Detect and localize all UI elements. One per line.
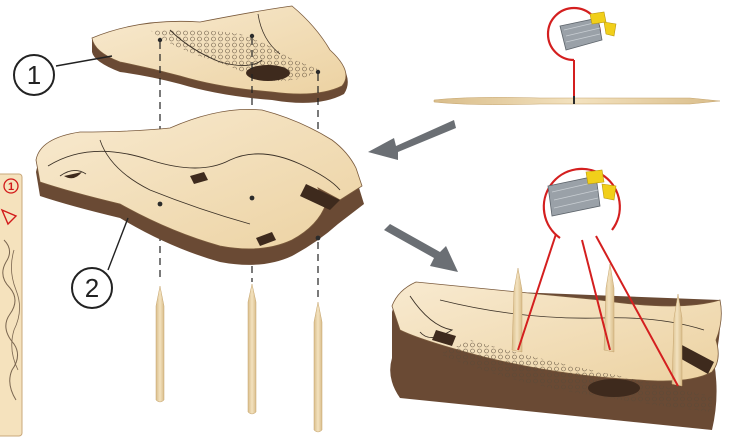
sheet-number: 1 (8, 181, 14, 193)
toothpick-detail (434, 8, 720, 105)
toothpick-icon (434, 97, 720, 104)
toothpick-icon (156, 286, 164, 402)
callout-2: 2 (72, 218, 128, 308)
upper-oval-cutout (246, 65, 290, 81)
knife-blade-icon (560, 12, 616, 50)
callout-1: 1 (14, 55, 112, 95)
lower-layer (36, 109, 364, 265)
toothpick-icon (248, 284, 256, 414)
callout-1-number: 1 (27, 60, 41, 90)
arrow-to-assembly-icon (368, 120, 456, 160)
callout-2-number: 2 (85, 273, 99, 303)
arrow-from-toothpick-icon (384, 224, 458, 272)
assembled-piece (390, 264, 721, 430)
upper-layer (92, 6, 348, 103)
toothpick-icon (314, 302, 322, 432)
toothpick-group (156, 284, 322, 432)
toothpick-icon (604, 264, 614, 352)
parts-sheet: 1 (0, 174, 22, 436)
assembled-oval-cutout (588, 379, 640, 397)
